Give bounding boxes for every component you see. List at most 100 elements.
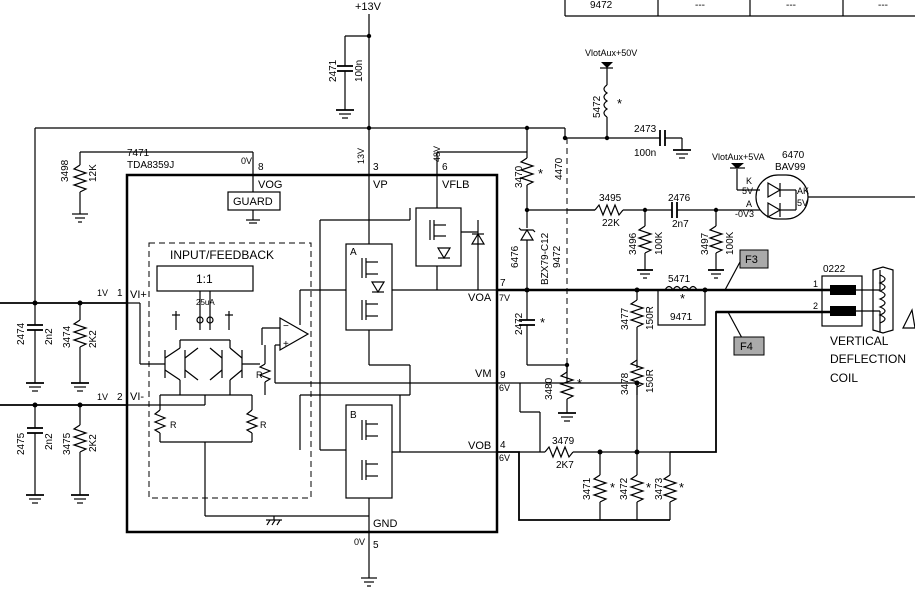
pin-vog-label: VOG	[258, 179, 282, 191]
resistor-r-right: R	[260, 420, 267, 430]
r3472-ref: 3472	[619, 477, 630, 500]
ic-ref: 7471	[127, 148, 150, 159]
r3473-star: *	[679, 480, 684, 495]
c2474-val: 2n2	[44, 328, 55, 345]
ic-body	[125, 173, 499, 534]
svg-text:+: +	[283, 339, 289, 350]
c2476-val: 2n7	[672, 219, 689, 230]
guard-label: GUARD	[233, 196, 273, 208]
r3474-group: 3474 2K2	[62, 303, 99, 392]
r3496-group: 3496 100K	[628, 210, 665, 279]
r3471-star: *	[610, 480, 615, 495]
pin3-voltage: 13V	[356, 148, 366, 164]
l5471-star: *	[680, 291, 685, 306]
r3477-group: 3477 150R	[620, 290, 656, 368]
r3470-group: 3470 *	[514, 152, 543, 213]
c2471-val: 100n	[354, 60, 365, 82]
d6470-a-volt: -0V3	[735, 209, 754, 219]
pin-vp-label: VP	[373, 179, 388, 191]
c2474-ref: 2474	[16, 322, 27, 345]
pin7-voltage: 7V	[499, 293, 510, 303]
pin-gnd-label: GND	[373, 518, 398, 530]
z6476-val: BZX79-C12	[540, 232, 551, 285]
d6470-val: BAV99	[775, 162, 806, 173]
c2476-ref: 2476	[668, 193, 691, 204]
c2472-ref: 2472	[514, 312, 525, 335]
table-cell-4: ---	[878, 0, 888, 11]
pin8-number: 8	[258, 162, 264, 173]
r3475-val: 2K2	[88, 434, 99, 452]
zener-6476: 6476 BZX79-C12 9472	[510, 210, 563, 290]
j9471-ref: 9471	[670, 312, 693, 323]
flag-f4	[733, 336, 765, 356]
r3472-star: *	[646, 480, 651, 495]
r3477-val: 150R	[645, 306, 656, 330]
r3495-val: 22K	[602, 218, 620, 229]
pin-vi-plus-label: VI+	[130, 289, 147, 301]
pin2-number: 2	[117, 392, 123, 403]
pin-vi-minus-label: VI-	[130, 391, 144, 403]
conn-pin1: 1	[813, 279, 818, 289]
input-feedback-label: INPUT/FEEDBACK	[170, 248, 274, 262]
pin3-number: 3	[373, 162, 379, 173]
supply-13v-label: +13V	[355, 1, 382, 13]
stage-b-label: B	[350, 410, 357, 421]
l5471-ref: 5471	[668, 274, 691, 285]
r3497-ref: 3497	[700, 232, 711, 255]
conn-pin2: 2	[813, 301, 818, 311]
pin2-voltage: 1V	[97, 392, 108, 402]
c2472-group: 2472 *	[514, 290, 567, 366]
table-cell-2: ---	[695, 0, 705, 11]
vlot50-label: VlotAux+50V	[585, 48, 637, 58]
r3498-ref: 3498	[60, 159, 71, 182]
ic-part: TDA8359J	[127, 160, 174, 171]
input-feedback-block	[148, 242, 312, 499]
r3475-group: 3475 2K2	[62, 405, 99, 504]
c2474-group: 2474 2n2	[16, 303, 55, 392]
r3477-ref: 3477	[620, 307, 631, 330]
r3474-ref: 3474	[62, 325, 73, 348]
c2473-ref: 2473	[634, 124, 657, 135]
d6470-ak-label: AK	[797, 186, 809, 196]
flag-f3	[739, 249, 769, 269]
conn-ref: 0222	[823, 264, 846, 275]
c2471-ref: 2471	[328, 59, 339, 82]
resistor-r-mid: R	[256, 370, 263, 380]
r3498-val: 12K	[88, 164, 99, 182]
flag-f3-label: F3	[745, 254, 758, 266]
pin9-number: 9	[500, 370, 506, 381]
pin1-number: 1	[117, 288, 123, 299]
pin4-voltage: 6V	[499, 453, 510, 463]
r3478-val: 150R	[645, 369, 656, 393]
z6476-alt: 9472	[552, 245, 563, 268]
svg-text:−: −	[283, 321, 289, 332]
table-cell-1: 9472	[590, 0, 613, 11]
r3470-star: *	[538, 166, 543, 181]
c2475-ref: 2475	[16, 432, 27, 455]
pin7-number: 7	[500, 278, 506, 289]
r3474-val: 2K2	[88, 330, 99, 348]
flag-f4-label: F4	[740, 341, 753, 353]
table-cell-3: ---	[786, 0, 796, 11]
r3475-ref: 3475	[62, 432, 73, 455]
pin-vm-label: VM	[475, 368, 492, 380]
r3471-group: 3471 *	[582, 452, 615, 520]
d6470-ref: 6470	[782, 150, 805, 161]
d6470-a-label: A	[746, 199, 752, 209]
pin9-voltage: 6V	[499, 383, 510, 393]
r3480-group: 3480 *	[544, 362, 582, 422]
pin-vflb-label: VFLB	[442, 179, 470, 191]
r3478-ref: 3478	[620, 372, 631, 395]
c2475-group: 2475 2n2	[16, 405, 55, 504]
r3478-group: 3478 150R	[620, 359, 656, 452]
pin-vob-label: VOB	[468, 440, 491, 452]
r3473-ref: 3473	[654, 477, 665, 500]
guard-block	[227, 191, 281, 211]
r3470-ref: 3470	[514, 165, 525, 188]
r3497-val: 100K	[725, 231, 736, 255]
parts-table: 9472 --- --- ---	[564, 0, 915, 17]
c2475-val: 2n2	[44, 433, 55, 450]
ratio-label: 1:1	[196, 272, 213, 286]
resistor-r-left: R	[170, 420, 177, 430]
